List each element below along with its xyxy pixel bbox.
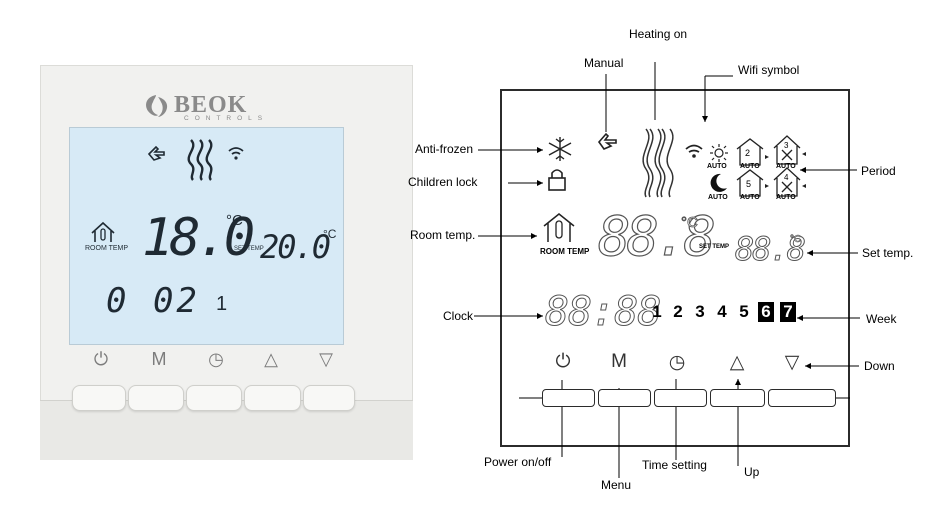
label-manual: Manual: [584, 56, 624, 70]
snowflake-icon: [548, 137, 572, 161]
moon-icon: [710, 173, 727, 192]
manual-hand-icon: [147, 145, 165, 161]
auto-label-3: AUTO: [776, 163, 796, 170]
device-menu-button[interactable]: [128, 385, 184, 411]
week-day-4: 4: [717, 302, 727, 321]
room-temp-house-icon-diagram: [543, 213, 575, 242]
up-arrow-icon: △: [729, 352, 745, 373]
week-day-5: 5: [739, 302, 749, 321]
room-temp-label: ROOM TEMP: [85, 245, 129, 252]
brand-subtitle: CONTROLS: [184, 115, 269, 122]
device-time-button[interactable]: [186, 385, 242, 411]
manual-hand-icon-diagram: [597, 132, 617, 150]
auto-label-5: AUTO: [740, 194, 760, 201]
diagram-panel: [500, 89, 850, 447]
week-day-6: 6: [758, 302, 774, 322]
time-setting-button[interactable]: [654, 389, 707, 407]
down-button[interactable]: [768, 389, 836, 407]
period-3-number: 3: [784, 141, 789, 150]
room-temp-house-icon: [91, 221, 115, 242]
lock-icon: [548, 169, 566, 191]
room-temp-value: 18.0: [142, 208, 255, 268]
down-arrow-icon: ▽: [784, 352, 800, 373]
period-house-3-icon: [773, 135, 806, 165]
set-temp-label-diagram: SET TEMP: [699, 244, 730, 250]
label-period: Period: [861, 164, 896, 178]
week-day-1: 1: [652, 302, 662, 321]
device-up-symbol: △: [264, 349, 278, 369]
sun-icon: [710, 144, 728, 162]
heating-waves-icon-diagram: [642, 128, 674, 198]
set-temp-unit-diagram: °C: [790, 234, 802, 246]
day-value: 1: [216, 293, 228, 315]
auto-label-2: AUTO: [740, 163, 760, 170]
label-time-setting: Time setting: [642, 458, 707, 472]
period-house-4-icon: [773, 167, 806, 197]
device-power-button[interactable]: [72, 385, 126, 411]
auto-label-4: AUTO: [708, 194, 728, 201]
device-menu-symbol: M: [151, 349, 167, 369]
period-6-number: 6: [717, 177, 722, 186]
room-temp-digits: 88.8: [597, 205, 716, 268]
room-temp-unit-diagram: °C: [681, 214, 699, 232]
label-anti-frozen: Anti-frozen: [415, 142, 474, 156]
label-children-lock: Children lock: [408, 175, 478, 189]
auto-label-6: AUTO: [776, 194, 796, 201]
device-up-button[interactable]: [244, 385, 301, 411]
device-time-symbol: ◷: [208, 349, 224, 369]
label-week: Week: [866, 312, 897, 326]
menu-icon: M: [611, 351, 627, 372]
menu-button[interactable]: [598, 389, 651, 407]
brand-logo-icon: [146, 95, 168, 117]
label-room-temp: Room temp.: [410, 228, 476, 242]
period-5-number: 5: [746, 179, 752, 189]
clock-digits: 88:88: [544, 289, 661, 335]
week-day-3: 3: [695, 302, 705, 321]
wifi-icon-diagram: [685, 144, 703, 158]
week-day-7: 7: [780, 302, 796, 322]
room-temp-unit: °C: [226, 212, 243, 229]
period-4-number: 4: [784, 173, 789, 182]
power-icon: ⏻: [555, 351, 571, 372]
wifi-icon: [228, 147, 244, 160]
label-heating-on: Heating on: [629, 27, 688, 41]
set-temp-label: SET TEMP: [234, 246, 264, 252]
device-down-button[interactable]: [303, 385, 355, 411]
period-house-2-icon: [736, 138, 769, 166]
room-temp-label-diagram: ROOM TEMP: [540, 247, 590, 256]
set-temp-value: 20.0: [260, 228, 331, 266]
label-set-temp: Set temp.: [862, 246, 914, 260]
device-power-symbol: ⏻: [93, 349, 109, 369]
clock-icon: ◷: [668, 352, 686, 373]
auto-label-1: AUTO: [707, 163, 727, 170]
brand-name: BEOK: [174, 92, 248, 118]
period-2-number: 2: [745, 148, 751, 158]
label-down: Down: [864, 359, 895, 373]
device-down-symbol: ▽: [319, 349, 333, 369]
label-power: Power on/off: [484, 455, 552, 469]
label-clock: Clock: [443, 309, 474, 323]
up-button[interactable]: [710, 389, 765, 407]
set-temp-digits: 88.8: [734, 230, 806, 268]
power-button[interactable]: [542, 389, 595, 407]
label-menu: Menu: [601, 478, 632, 492]
label-wifi: Wifi symbol: [738, 63, 800, 77]
label-up: Up: [744, 465, 760, 479]
period-house-5-icon: [736, 169, 769, 197]
device-lcd-screen: ROOM TEMP 18.0 °C SET TEMP 20.0 °C 0 02 …: [69, 127, 344, 345]
heating-waves-icon: [187, 139, 213, 181]
week-day-2: 2: [673, 302, 683, 321]
clock-value: 0 02: [106, 281, 200, 321]
set-temp-unit: °C: [323, 227, 337, 241]
